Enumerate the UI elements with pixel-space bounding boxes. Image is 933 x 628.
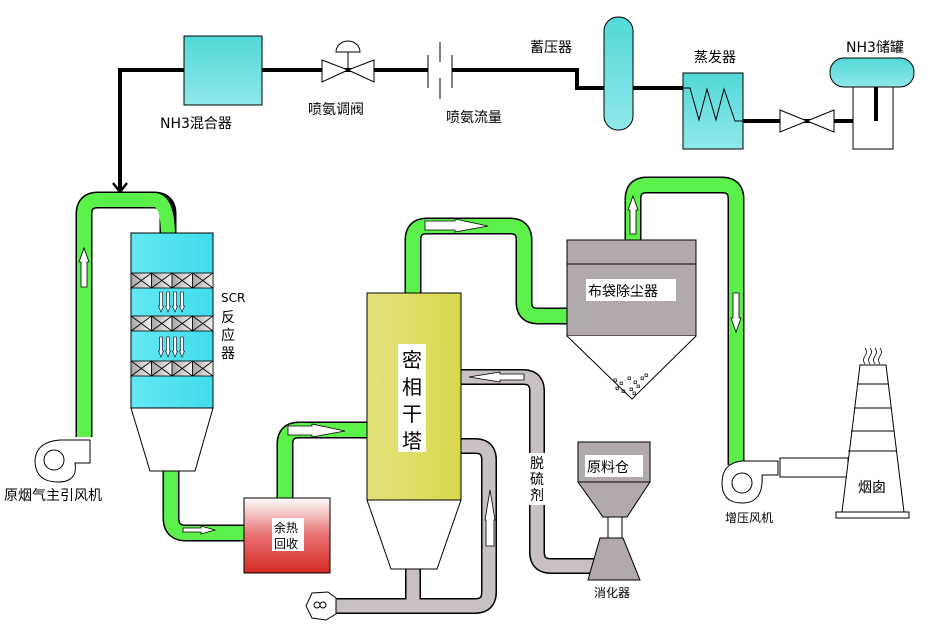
svg-text:SCR: SCR: [221, 291, 245, 305]
raw-bin-label: 原料仓: [587, 460, 629, 476]
smoke-icon: [863, 347, 882, 365]
digester: [587, 537, 641, 581]
desulfurizer-label: 脱 硫 剂: [530, 456, 544, 504]
flow-arrow-down-icon: [179, 336, 185, 358]
flow-arrow-down-icon: [158, 291, 164, 313]
svg-text:硫: 硫: [530, 472, 544, 488]
waste-heat-label-2: 回收: [274, 537, 298, 551]
scr-label: SCR 反 应 器: [221, 291, 245, 362]
chimney-label: 烟囱: [858, 480, 886, 496]
nh3-mixer-label: NH3混合器: [160, 116, 232, 132]
booster-fan-label: 增压风机: [725, 511, 773, 525]
flow-arrow-up-icon: [78, 246, 90, 288]
flow-arrow-down-icon: [730, 292, 742, 334]
evaporator-label: 蒸发器: [694, 50, 736, 66]
ammonia-valve-label: 喷氨调阀: [308, 102, 364, 118]
flow-arrow-right-icon: [182, 525, 217, 535]
nh3-tank-stand: [852, 86, 894, 150]
recycle-fan[interactable]: [305, 591, 337, 621]
nh3-tank: [829, 57, 915, 88]
ammonia-flow-label: 喷氨流量: [446, 110, 502, 126]
nh3-tank-label: NH3储罐: [846, 40, 904, 56]
svg-text:反: 反: [221, 310, 235, 326]
flow-arrow-right-icon: [287, 423, 346, 438]
evaporator-coil: [683, 87, 743, 122]
main-fan-label: 原烟气主引风机: [4, 488, 102, 504]
scr-reactor: [130, 232, 214, 472]
ammonia-control-valve[interactable]: [321, 40, 375, 83]
svg-text:器: 器: [221, 346, 235, 362]
tower-label: 密 相 干 塔: [402, 348, 422, 453]
svg-text:干: 干: [402, 402, 422, 426]
svg-text:剂: 剂: [530, 488, 544, 504]
waste-heat-label-1: 余热: [274, 520, 298, 535]
flue-gas-pipes: [75, 176, 745, 542]
flow-arrow-down-icon: [172, 291, 178, 313]
flow-arrow-down-icon: [179, 291, 185, 313]
chimney: [835, 347, 910, 519]
flow-arrow-down-icon: [165, 291, 171, 313]
main-induced-draft-fan[interactable]: [34, 432, 91, 483]
flow-arrow-up-icon: [484, 489, 496, 547]
flow-arrow-up-icon: [627, 194, 639, 235]
svg-text:相: 相: [402, 375, 422, 399]
tank-valve[interactable]: [779, 109, 835, 133]
accumulator-label: 蓄压器: [530, 40, 572, 56]
svg-text:脱: 脱: [530, 456, 544, 472]
flow-arrow-down-icon: [165, 336, 171, 358]
chimney-duct: [779, 457, 849, 478]
nh3-mixer: [183, 35, 263, 106]
flow-arrow-left-icon: [468, 371, 525, 383]
ammonia-flow-meter: [427, 42, 453, 99]
dust-particles: [613, 373, 648, 395]
svg-text:塔: 塔: [402, 429, 422, 453]
svg-text:密: 密: [402, 348, 422, 372]
baghouse-label: 布袋除尘器: [588, 284, 658, 300]
accumulator: [603, 16, 634, 131]
bag-filter: [566, 239, 697, 400]
flow-arrow-right-icon: [424, 218, 489, 233]
svg-text:应: 应: [221, 327, 235, 344]
booster-fan[interactable]: [721, 460, 779, 504]
flow-arrow-down-icon: [158, 336, 164, 358]
digester-label: 消化器: [594, 586, 630, 600]
flow-arrow-down-icon: [172, 336, 178, 358]
